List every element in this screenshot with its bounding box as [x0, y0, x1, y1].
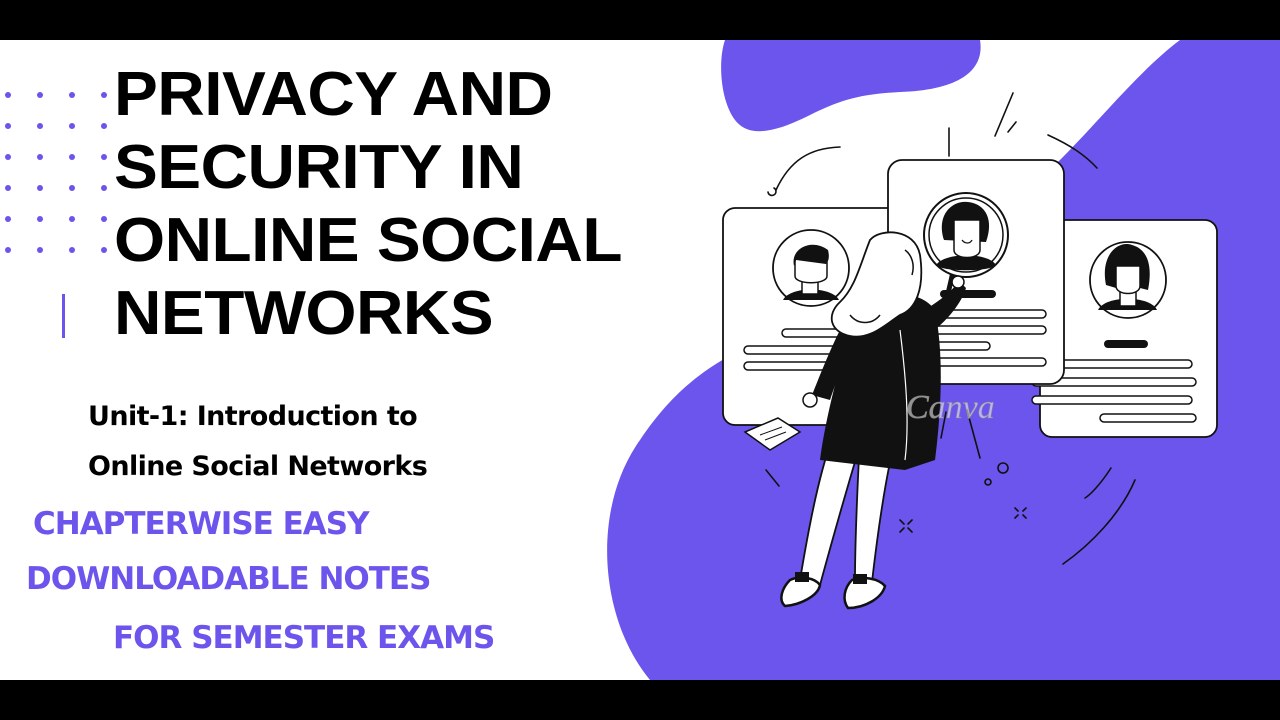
- unit-subtitle: Unit-1: Introduction to Online Social Ne…: [88, 392, 428, 492]
- thumbnail-canvas: PRIVACY AND SECURITY IN ONLINE SOCIAL NE…: [0, 40, 1280, 680]
- promo-line-chapterwise: CHAPTERWISE EASY: [33, 506, 370, 542]
- title-line: SECURITY IN: [114, 133, 524, 202]
- decorative-strokes: [765, 92, 1136, 565]
- promo-line-semester: FOR SEMESTER EXAMS: [113, 620, 495, 656]
- title-line: PRIVACY AND: [114, 60, 553, 129]
- profile-inspection-illustration: Canva: [607, 40, 1280, 680]
- decorative-dot: [5, 154, 11, 160]
- decorative-dot: [37, 92, 43, 98]
- decorative-dot: [5, 123, 11, 129]
- decorative-dot: [101, 154, 107, 160]
- page-title: PRIVACY AND SECURITY IN ONLINE SOCIAL NE…: [114, 58, 622, 350]
- decorative-dot: [101, 123, 107, 129]
- decorative-dot: [5, 247, 11, 253]
- purple-blob-top: [721, 40, 981, 132]
- decorative-vertical-bar: [62, 294, 65, 338]
- decorative-dot: [101, 92, 107, 98]
- decorative-dot: [101, 185, 107, 191]
- decorative-dot: [37, 185, 43, 191]
- title-line: ONLINE SOCIAL: [114, 206, 622, 275]
- decorative-dot: [5, 216, 11, 222]
- decorative-dot: [5, 185, 11, 191]
- promo-line-downloadable: DOWNLOADABLE NOTES: [26, 561, 431, 597]
- title-line: NETWORKS: [114, 279, 494, 348]
- woman-figure: [743, 231, 966, 610]
- subtitle-line: Online Social Networks: [88, 451, 428, 482]
- magnifying-glass-icon: [923, 192, 1009, 301]
- decorative-dot: [69, 216, 75, 222]
- decorative-dot: [101, 247, 107, 253]
- decorative-dot: [5, 92, 11, 98]
- canva-watermark: Canva: [906, 389, 995, 426]
- decorative-dot: [37, 123, 43, 129]
- decorative-dot: [69, 185, 75, 191]
- decorative-dot: [69, 92, 75, 98]
- profile-card-right: [1031, 219, 1218, 438]
- decorative-dot: [69, 123, 75, 129]
- subtitle-line: Unit-1: Introduction to: [88, 401, 418, 432]
- decorative-dot: [37, 216, 43, 222]
- decorative-dot: [69, 154, 75, 160]
- decorative-dot: [37, 154, 43, 160]
- decorative-dot: [101, 216, 107, 222]
- decorative-dot: [69, 247, 75, 253]
- decorative-dot: [37, 247, 43, 253]
